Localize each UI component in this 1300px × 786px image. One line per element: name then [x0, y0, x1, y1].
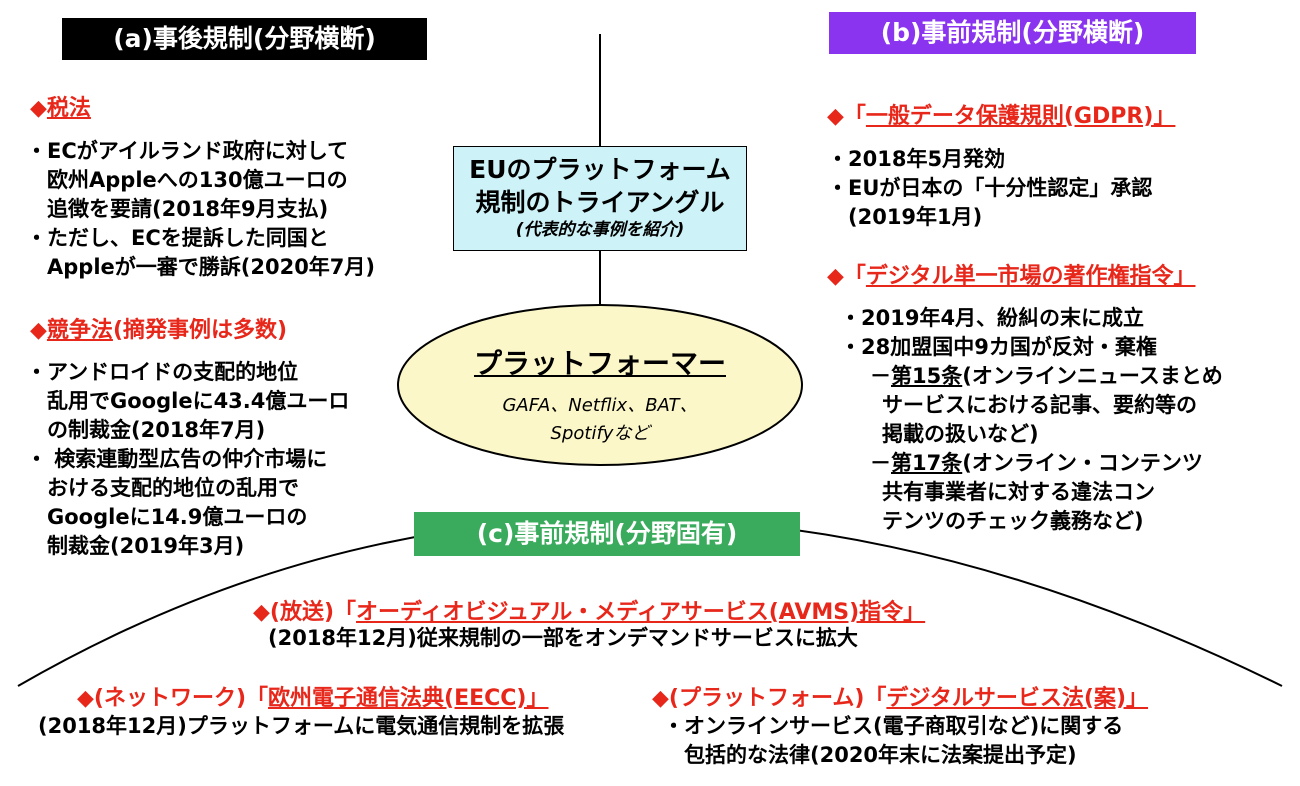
copyright-line: ・2019年4月、紛糾の末に成立 — [840, 306, 1145, 330]
platformer-title: プラットフォーマー — [473, 347, 726, 380]
tax-law-text: ・ECがアイルランド政府に対して 欧州Appleへの130億ユーロの 追徴を要請… — [26, 137, 375, 282]
diamond-bullet-icon: ◆ — [30, 318, 47, 343]
dsa-text: ・オンラインサービス(電子商取引など)に関する 包括的な法律(2020年末に法案… — [663, 712, 1123, 770]
tax-line: Appleが一審で勝訴(2020年7月) — [26, 255, 376, 279]
competition-line: Googleに14.9億ユーロの — [26, 505, 308, 529]
header-c: (c)事前規制(分野固有) — [414, 512, 800, 556]
platformer-examples-line2: Spotifyなど — [550, 423, 650, 444]
diamond-bullet-icon: ◆(プラットフォーム)「 — [652, 686, 887, 711]
copyright-heading: ◆「デジタル単一市場の著作権指令」 — [827, 258, 1195, 290]
eecc-text: (2018年12月)プラットフォームに電気通信規制を拡張 — [38, 714, 565, 738]
center-title-box: EUのプラットフォーム 規制のトライアングル (代表的な事例を紹介) — [453, 146, 747, 251]
dash-icon: － — [870, 451, 891, 475]
competition-law-text: ・アンドロイドの支配的地位 乱用でGoogleに43.4億ユーロ の制裁金(20… — [26, 358, 349, 561]
tax-line: ・ECがアイルランド政府に対して — [26, 139, 349, 163]
tax-line: 欧州Appleへの130億ユーロの — [26, 168, 348, 192]
platformer-examples-line1: GAFA、Netflix、BAT、 — [502, 395, 698, 416]
tax-line: ・ただし、ECを提訴した同国と — [26, 226, 329, 250]
tax-law-heading: ◆税法 — [30, 90, 91, 122]
header-b: (b)事前規制(分野横断) — [829, 12, 1196, 54]
article-15-line: 掲載の扱いなど) — [882, 422, 1039, 446]
copyright-title: デジタル単一市場の著作権指令」 — [865, 264, 1196, 289]
article-15-label: 第15条 — [891, 364, 963, 388]
article-17-line: －第17条(オンライン・コンテンツ — [840, 449, 1223, 478]
competition-law-note: (摘発事例は多数) — [112, 318, 288, 343]
dsa-line: 包括的な法律(2020年末に法案提出予定) — [663, 743, 1077, 767]
article-17-desc: (オンライン・コンテンツ — [962, 451, 1203, 475]
article-17-label: 第17条 — [891, 451, 963, 475]
gdpr-heading: ◆「一般データ保護規則(GDPR)」 — [827, 98, 1175, 130]
avms-text: (2018年12月)従来規制の一部をオンデマンドサービスに拡大 — [268, 626, 858, 650]
competition-law-title: 競争法 — [46, 318, 113, 343]
dsa-line: ・オンラインサービス(電子商取引など)に関する — [663, 714, 1124, 738]
eecc-heading: ◆(ネットワーク)「欧州電子通信法典(EECC)」 — [77, 680, 549, 712]
copyright-text: ・2019年4月、紛糾の末に成立 ・28加盟国中9カ国が反対・棄権 －第15条(… — [840, 304, 1223, 536]
gdpr-title: 一般データ保護規則(GDPR)」 — [865, 104, 1176, 129]
center-title-line2: 規制のトライアングル — [475, 188, 725, 217]
article-15-desc: (オンラインニュースまとめ — [962, 364, 1223, 388]
diamond-bullet-icon: ◆「 — [827, 264, 866, 289]
diamond-bullet-icon: ◆(ネットワーク)「 — [77, 686, 269, 711]
competition-line: の制裁金(2018年7月) — [26, 418, 266, 442]
dsa-heading: ◆(プラットフォーム)「デジタルサービス法(案)」 — [652, 680, 1148, 712]
diamond-bullet-icon: ◆(放送)「 — [253, 600, 357, 625]
avms-heading: ◆(放送)「オーディオビジュアル・メディアサービス(AVMS)指令」 — [253, 594, 925, 626]
avms-title: オーディオビジュアル・メディアサービス(AVMS)指令」 — [356, 600, 926, 625]
dsa-title: デジタルサービス法(案)」 — [886, 686, 1149, 711]
competition-line: おける支配的地位の乱用で — [26, 476, 299, 500]
diamond-bullet-icon: ◆ — [30, 96, 47, 121]
gdpr-line: (2019年1月) — [827, 205, 983, 229]
gdpr-line: ・2018年5月発効 — [827, 147, 1006, 171]
article-15-line: サービスにおける記事、要約等の — [882, 393, 1197, 417]
tax-line: 追徴を要請(2018年9月支払) — [26, 197, 329, 221]
competition-line: ・ 検索連動型広告の仲介市場に — [26, 447, 328, 471]
dash-icon: － — [870, 364, 891, 388]
platformer-block: プラットフォーマー GAFA、Netflix、BAT、 Spotifyなど — [440, 342, 760, 448]
competition-line: 制裁金(2019年3月) — [26, 534, 245, 558]
copyright-line: ・28加盟国中9カ国が反対・棄権 — [840, 335, 1157, 359]
diamond-bullet-icon: ◆「 — [827, 104, 866, 129]
competition-line: 乱用でGoogleに43.4億ユーロ — [26, 389, 350, 413]
center-title-line1: EUのプラットフォーム — [469, 155, 731, 184]
article-17-line: 共有事業者に対する違法コン — [882, 480, 1155, 504]
competition-law-heading: ◆競争法(摘発事例は多数) — [30, 312, 287, 344]
competition-line: ・アンドロイドの支配的地位 — [26, 360, 299, 384]
gdpr-line: ・EUが日本の「十分性認定」承認 — [827, 176, 1153, 200]
article-17-line: テンツのチェック義務など) — [882, 509, 1144, 533]
center-subtitle: (代表的な事例を紹介) — [515, 220, 685, 240]
tax-law-title: 税法 — [46, 96, 91, 121]
header-a: (a)事後規制(分野横断) — [62, 18, 427, 60]
platformer-ellipse — [397, 304, 803, 466]
eecc-title: 欧州電子通信法典(EECC)」 — [268, 686, 549, 711]
gdpr-text: ・2018年5月発効 ・EUが日本の「十分性認定」承認 (2019年1月) — [827, 145, 1152, 232]
article-15-line: －第15条(オンラインニュースまとめ — [840, 362, 1223, 391]
